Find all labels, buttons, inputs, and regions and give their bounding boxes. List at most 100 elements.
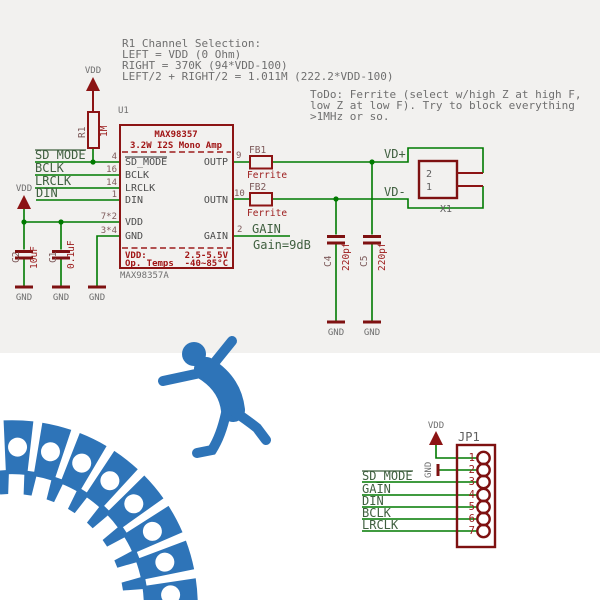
ic-pin-din: DIN [125, 195, 143, 206]
net-label-bclk: BCLK [35, 161, 65, 175]
cap-value: 220pf [341, 242, 352, 271]
x1-designator: X1 [440, 204, 452, 215]
pin-number: 3*4 [101, 226, 117, 236]
connector-x1: 2 1 X1 [417, 159, 483, 215]
pin-number: 14 [106, 178, 117, 188]
ic-spec-temp-label: Op. Temps [125, 259, 174, 269]
capacitor-c1: C1 0.1uF [48, 240, 77, 269]
pin-number: 7*2 [101, 212, 117, 222]
jp1-pin-number: 6 [469, 513, 475, 525]
net-label-gain: GAIN [362, 482, 391, 496]
ferrite-value: Ferrite [247, 170, 287, 181]
cap-name: C1 [48, 251, 59, 263]
vdd-label: VDD [85, 66, 101, 76]
ic-designator: U1 [118, 106, 129, 116]
schematic-background [0, 0, 600, 353]
net-label-sd-mode: SD_MODE [35, 148, 86, 162]
jp1-pin-number: 5 [469, 501, 475, 513]
note-line: >1MHz or so. [310, 110, 389, 123]
cap-value: 220pf [377, 242, 388, 271]
x1-pin1: 1 [426, 182, 432, 193]
net-label-din: DIN [362, 494, 384, 508]
ic-pin-vdd: VDD [125, 217, 143, 228]
gnd-symbols: GND GND GND GND GND [15, 285, 381, 338]
jp1-pin-number: 3 [469, 476, 475, 488]
gnd-label: GND [424, 462, 434, 478]
net-wires [21, 147, 484, 532]
ic-pin-gnd: GND [125, 231, 143, 242]
ferrite-fb2: FB2 Ferrite [247, 182, 287, 219]
cap-value: 10uF [29, 246, 40, 269]
pin-number: 4 [112, 152, 117, 162]
resistor-r1: R1 1M [77, 111, 110, 149]
net-label-gain: GAIN [252, 222, 281, 236]
pin-number: 10 [234, 189, 245, 199]
ic-spec-vdd-label: VDD: [125, 251, 147, 261]
note-line: LEFT = VDD (0 Ohm) [122, 48, 241, 61]
vdd-symbol-rail: VDD [16, 184, 32, 209]
capacitor-c5: C5 220pf [359, 235, 388, 271]
note-line: LEFT/2 + RIGHT/2 = 1.011M (222.2*VDD-100… [122, 70, 394, 83]
jp1-pin-number: 2 [469, 464, 475, 476]
net-label-din: DIN [36, 186, 58, 200]
ic-spec-temp-value: -40~85°C [185, 259, 228, 269]
note-channel-selection: R1 Channel Selection: LEFT = VDD (0 Ohm)… [122, 37, 394, 83]
ic-part-label: MAX98357A [120, 271, 169, 281]
gnd-label: GND [89, 293, 105, 303]
vdd-symbol-r1: VDD [85, 66, 101, 112]
pin-number: 2 [237, 225, 242, 235]
logo-gear-icon [0, 420, 198, 600]
capacitor-c4: C4 220pf [323, 235, 352, 271]
logo-person-icon [158, 336, 271, 458]
x1-pin2: 2 [426, 169, 432, 180]
note-line: low Z at low F). Try to block everything [310, 99, 575, 112]
cap-value: 0.1uF [66, 240, 77, 269]
gnd-label: GND [328, 328, 344, 338]
resistor-value: 1M [99, 125, 110, 137]
ic-pin-outp: OUTP [204, 157, 228, 168]
note-todo-ferrite: ToDo: Ferrite (select w/high Z at high F… [310, 88, 582, 123]
pin-number: 1 [112, 190, 117, 200]
net-label-bclk: BCLK [362, 506, 392, 520]
ferrite-fb1: FB1 Ferrite [247, 145, 287, 181]
net-label-sd-mode: SD_MODE [362, 469, 413, 483]
gain-note: Gain=9dB [253, 238, 311, 252]
ferrite-value: Ferrite [247, 208, 287, 219]
ic-pin-gain: GAIN [204, 231, 228, 242]
gnd-label: GND [53, 293, 69, 303]
resistor-name: R1 [77, 126, 88, 138]
note-line: ToDo: Ferrite (select w/high Z at high F… [310, 88, 582, 101]
note-line: RIGHT = 370K (94*VDD-100) [122, 59, 288, 72]
note-line: R1 Channel Selection: [122, 37, 261, 50]
connector-jp1: VDD GND JP1 1 2 3 4 5 6 7 SD_MODE GAIN D… [362, 421, 497, 549]
ferrite-name: FB2 [249, 182, 266, 193]
ic-pin-sd-mode: SD_MODE [125, 157, 167, 168]
ferrite-name: FB1 [249, 145, 266, 156]
ic-max98357: U1 MAX98357 3.2W I2S Mono Amp SD_MODE BC… [101, 106, 245, 281]
ic-pin-lrclk: LRCLK [125, 183, 155, 194]
net-label-lrclk: LRCLK [362, 518, 399, 532]
cap-name: C4 [323, 255, 334, 267]
jp1-pin-number: 1 [469, 452, 475, 464]
ic-pin-outn: OUTN [204, 195, 228, 206]
ic-pin-bclk: BCLK [125, 170, 149, 181]
pin-number: 16 [106, 165, 117, 175]
net-labels: SD_MODE BCLK LRCLK DIN VD+ VD- GAIN Gain… [35, 147, 406, 252]
ic-title: MAX98357 [154, 130, 197, 140]
gnd-label: GND [16, 293, 32, 303]
cap-name: C5 [359, 256, 370, 267]
capacitor-c2: C2 10uF [11, 246, 40, 269]
gnd-label: GND [364, 328, 380, 338]
ic-subtitle: 3.2W I2S Mono Amp [130, 141, 223, 151]
vdd-label: VDD [16, 184, 32, 194]
net-label-lrclk: LRCLK [35, 174, 72, 188]
net-label-vd-plus: VD+ [384, 147, 406, 161]
vdd-label: VDD [428, 421, 444, 431]
cap-name: C2 [11, 252, 22, 263]
ic-spec-vdd-value: 2.5-5.5V [185, 251, 229, 261]
pin-number: 9 [236, 151, 241, 161]
jp1-designator: JP1 [458, 430, 480, 444]
jp1-pin-number: 7 [469, 525, 475, 537]
